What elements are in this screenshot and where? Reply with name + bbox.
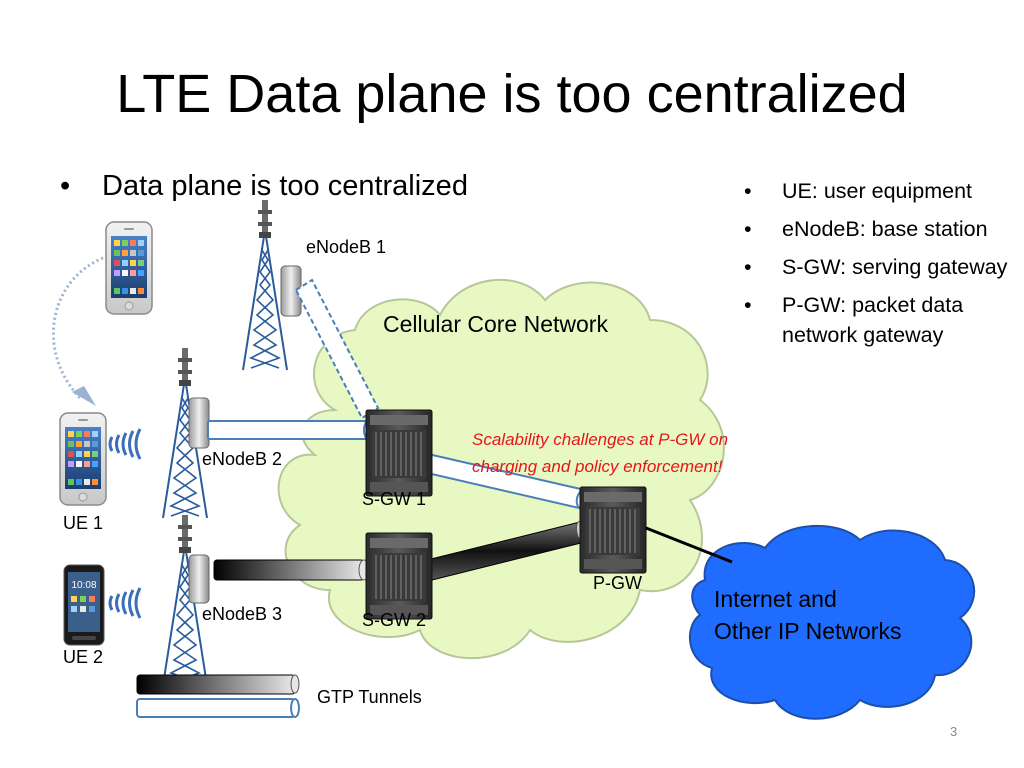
enodeb1-label: eNodeB 1 [306, 237, 387, 257]
server-pgw [579, 486, 647, 574]
handover-arrow [51, 256, 104, 400]
legend-item: • S-GW: serving gateway [742, 252, 1012, 282]
slide-title: LTE Data plane is too centralized [116, 64, 908, 124]
main-bullet: • Data plane is too centralized [60, 168, 468, 204]
core-network-label: Cellular Core Network [383, 311, 608, 337]
server-sgw-1 [365, 409, 433, 497]
legend-item: • eNodeB: base station [742, 214, 1012, 244]
tunnel-enodeb2-sgw1 [207, 420, 373, 440]
tower-enodeb-1 [242, 199, 288, 371]
svg-text:10:08: 10:08 [71, 580, 96, 591]
bullet-icon: • [744, 217, 752, 241]
ue1-label: UE 1 [63, 513, 104, 533]
radio-waves-icon-ue2 [108, 586, 142, 620]
legend-item: • P-GW: packet data network gateway [742, 290, 1012, 350]
bullet-icon: • [744, 255, 752, 279]
page-number: 3 [950, 724, 958, 739]
enodeb2-label: eNodeB 2 [202, 449, 283, 469]
handover-arrowhead [72, 386, 96, 406]
internet-cloud [688, 524, 976, 720]
sgw2-label: S-GW 2 [362, 610, 427, 630]
ue2-label: UE 2 [63, 647, 104, 667]
legend-text: UE: user equipment [782, 179, 973, 203]
pgw-internet-link [645, 526, 733, 564]
gtp-tunnels-label: GTP Tunnels [317, 687, 422, 707]
phone-icon-ue2: 10:08 [63, 564, 105, 646]
bullet-icon: • [744, 179, 752, 203]
radio-waves-icon-ue1 [108, 427, 142, 461]
annotation-line1: Scalability challenges at P-GW on [472, 430, 729, 449]
abbreviation-legend: • UE: user equipment • eNodeB: base statio… [742, 176, 1012, 358]
enodeb3-label: eNodeB 3 [202, 604, 283, 624]
tunnel-enodeb1-sgw1-dashed [294, 278, 380, 420]
legend-item: • UE: user equipment [742, 176, 1012, 206]
legend-text: eNodeB: base station [782, 217, 988, 241]
internet-label-line2: Other IP Networks [714, 618, 902, 644]
phone-icon-ue1 [59, 412, 107, 506]
legend-text: S-GW: serving gateway [782, 255, 1008, 279]
internet-label: Internet and Other IP Networks [714, 583, 901, 647]
phone-icon-ue1-previous [105, 221, 153, 315]
gtp-legend-dark-tunnel [136, 674, 300, 695]
gtp-legend-light-tunnel [136, 698, 300, 718]
server-sgw-2 [365, 532, 433, 620]
pgw-label: P-GW [593, 573, 642, 593]
annotation-line2: charging and policy enforcement! [472, 457, 723, 476]
main-bullet-text: Data plane is too centralized [102, 170, 468, 202]
legend-text: P-GW: packet data network gateway [782, 293, 964, 347]
sgw1-label: S-GW 1 [362, 489, 427, 509]
internet-label-line1: Internet and [714, 586, 837, 612]
scalability-annotation: Scalability challenges at P-GW on chargi… [472, 426, 728, 480]
tunnel-enodeb3-sgw2 [213, 559, 370, 581]
radio-unit-3 [188, 554, 210, 604]
bullet-icon: • [60, 170, 71, 202]
radio-unit-2 [188, 397, 210, 449]
bullet-icon: • [744, 293, 752, 317]
